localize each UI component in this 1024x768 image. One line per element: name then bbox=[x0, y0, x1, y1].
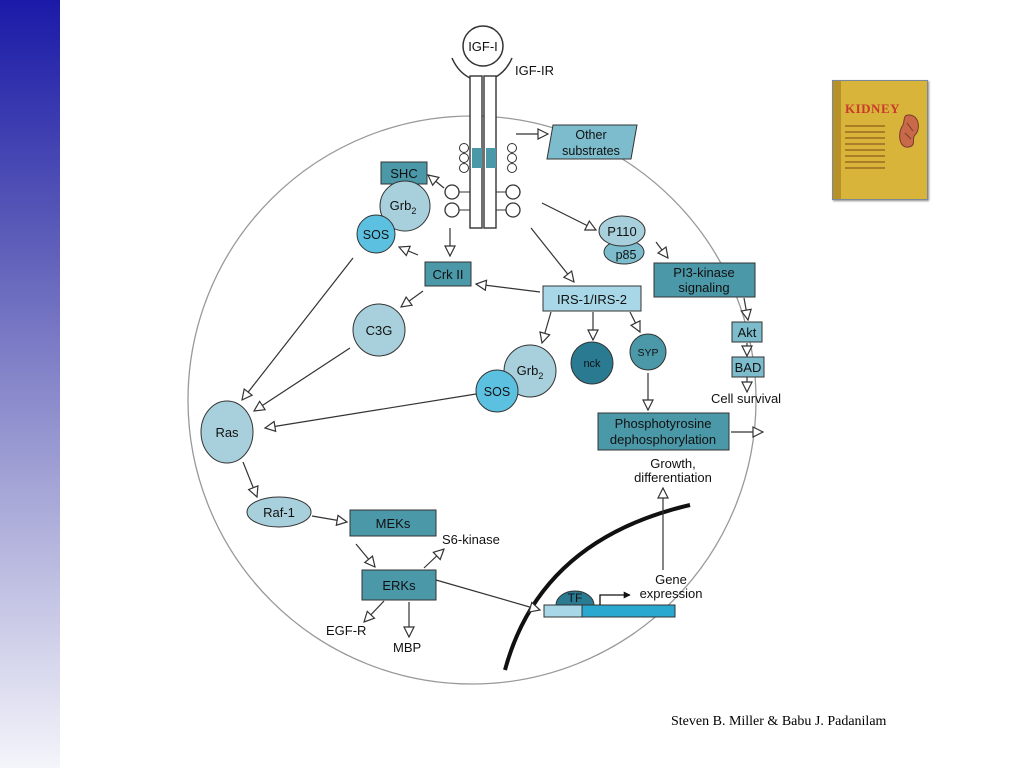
grb2-mid-label: Grb2 bbox=[517, 363, 544, 381]
nuclear-envelope bbox=[503, 503, 691, 671]
tf-node bbox=[555, 590, 595, 606]
pi3k-label-2: signaling bbox=[678, 280, 729, 295]
igf-i-label: IGF-I bbox=[468, 39, 498, 54]
ras-label: Ras bbox=[215, 425, 239, 440]
bad-box bbox=[731, 356, 765, 378]
mbp-label: MBP bbox=[393, 640, 421, 655]
p110-node bbox=[598, 215, 646, 247]
erks-box bbox=[361, 569, 437, 601]
shc-label: SHC bbox=[390, 166, 417, 181]
growth-label-1: Growth, bbox=[650, 456, 696, 471]
dna-strand-dark bbox=[581, 604, 676, 618]
p110-label: P110 bbox=[607, 224, 636, 239]
bad-label: BAD bbox=[735, 360, 762, 375]
transcription-start-arrow bbox=[599, 591, 631, 605]
egf-r-label: EGF-R bbox=[326, 623, 366, 638]
nck-label: nck bbox=[583, 358, 601, 370]
c3g-label: C3G bbox=[366, 323, 393, 338]
sos-mid-label: SOS bbox=[484, 385, 510, 399]
grb2-top-node bbox=[379, 180, 431, 232]
meks-label: MEKs bbox=[376, 516, 411, 531]
pi3k-box bbox=[653, 262, 756, 298]
sidebar-gradient bbox=[0, 0, 60, 768]
nck-node bbox=[570, 341, 614, 385]
pathway-arrows bbox=[242, 134, 763, 637]
raf-1-label: Raf-1 bbox=[263, 505, 295, 520]
c3g-node bbox=[352, 303, 406, 357]
igf-ir-label: IGF-IR bbox=[515, 63, 554, 78]
phospho-label-1: Phosphotyrosine bbox=[615, 416, 712, 431]
other-substrates-label-1: Other bbox=[575, 128, 606, 142]
grb2-top-label: Grb2 bbox=[390, 198, 417, 216]
raf-1-node bbox=[246, 496, 312, 528]
crk-ii-label: Crk II bbox=[432, 267, 463, 282]
meks-box bbox=[349, 509, 437, 537]
growth-label-2: differentiation bbox=[634, 470, 712, 485]
credit-text: Steven B. Miller & Babu J. Padanilam bbox=[671, 714, 887, 729]
akt-box bbox=[731, 321, 763, 343]
irs-box bbox=[542, 285, 642, 312]
sos-top-node bbox=[356, 214, 396, 254]
sos-mid-node bbox=[475, 369, 519, 413]
phospho-label-2: dephosphorylation bbox=[610, 432, 716, 447]
other-substrates-box bbox=[546, 124, 638, 160]
erks-label: ERKs bbox=[382, 578, 416, 593]
tf-label: TF bbox=[568, 591, 583, 605]
pi3k-label-1: PI3-kinase bbox=[673, 265, 734, 280]
kidney-illustration-icon bbox=[899, 114, 919, 148]
igf-i-ligand bbox=[462, 25, 504, 67]
book-title: KIDNEY bbox=[845, 101, 901, 116]
igf-ir-receptor bbox=[444, 57, 521, 229]
ras-node bbox=[200, 400, 254, 464]
dna-strand-light bbox=[543, 604, 583, 618]
irs-label: IRS-1/IRS-2 bbox=[557, 292, 627, 307]
kidney-book-cover: KIDNEY bbox=[832, 80, 928, 200]
crk-ii-box bbox=[424, 261, 472, 287]
book-spine bbox=[833, 81, 841, 199]
book-text-lines bbox=[845, 121, 885, 173]
syp-label: SYP bbox=[637, 347, 658, 359]
sos-top-label: SOS bbox=[363, 228, 389, 242]
gene-label-1: Gene bbox=[655, 572, 687, 587]
phospho-box bbox=[597, 412, 730, 451]
other-substrates-label-2: substrates bbox=[562, 144, 620, 158]
cell-survival-label: Cell survival bbox=[711, 391, 781, 406]
gene-label-2: expression bbox=[640, 586, 703, 601]
akt-label: Akt bbox=[738, 325, 757, 340]
syp-node bbox=[629, 333, 667, 371]
s6-kinase-label: S6-kinase bbox=[442, 532, 500, 547]
p85-label: p85 bbox=[616, 248, 637, 262]
